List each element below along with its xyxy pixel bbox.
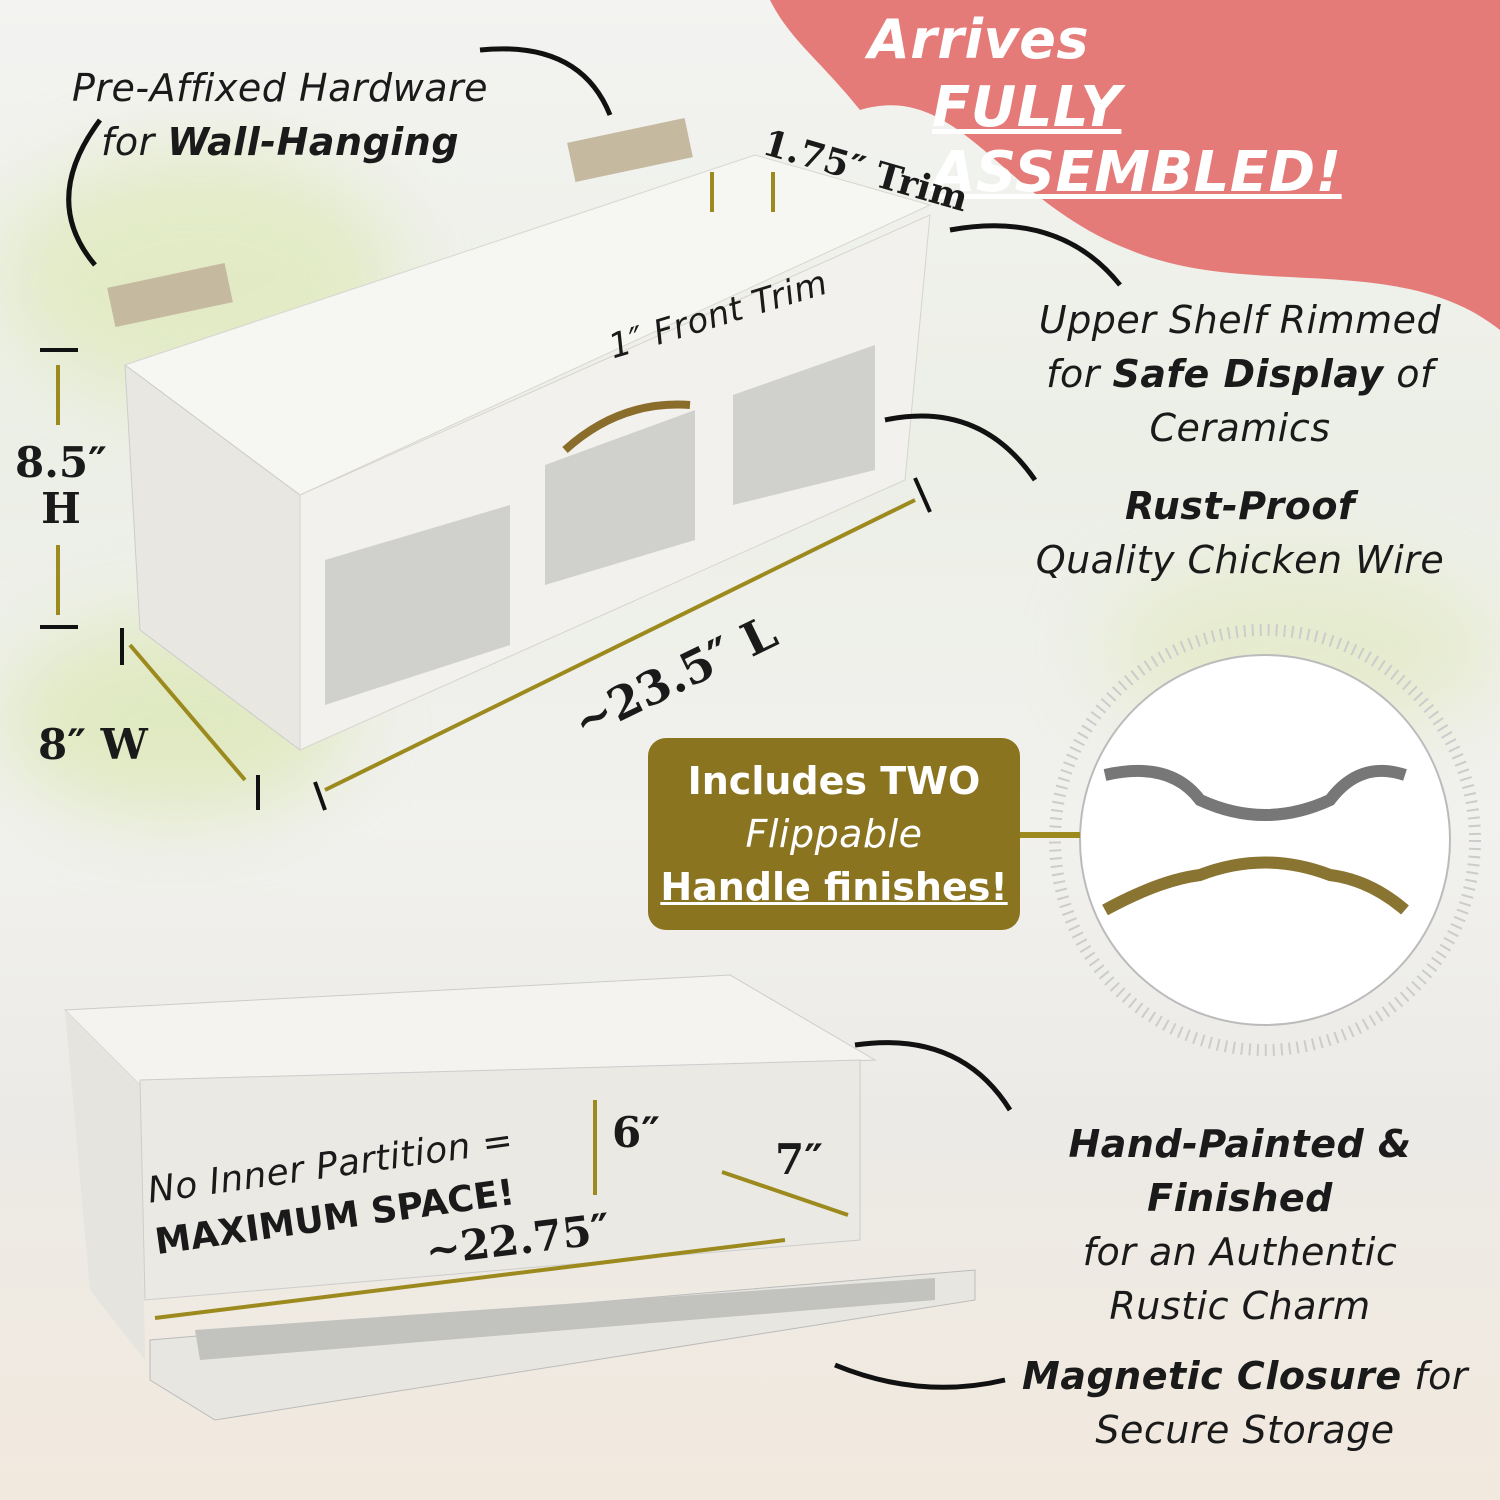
cabinet-open <box>63 974 976 1421</box>
painted-line1: Hand-Painted & Finished <box>1068 1122 1412 1220</box>
painted-line2: for an Authentic <box>1082 1229 1398 1274</box>
upper-shelf-prefix: for <box>1046 351 1113 396</box>
side-label: 7″ <box>775 1135 823 1184</box>
magnetic-suffix: for <box>1401 1354 1468 1398</box>
handles-line2: Flippable <box>745 812 923 857</box>
magnetic-bold: Magnetic Closure <box>1022 1354 1402 1398</box>
banner-line1: Arrives <box>868 8 1090 71</box>
silver-handle-icon <box>1103 764 1407 821</box>
wire-line2: Quality Chicken Wire <box>1035 537 1445 582</box>
bracket-icon <box>107 262 233 328</box>
hardware-label: Pre-Affixed Hardware for Wall-Hanging <box>60 62 500 170</box>
upper-shelf-bold: Safe Display <box>1112 351 1384 396</box>
handles-line3: Handle finishes! <box>660 865 1008 910</box>
upper-shelf-line3: Ceramics <box>1149 405 1331 450</box>
height-unit: H <box>41 484 81 534</box>
painted-label: Hand-Painted & Finished for an Authentic… <box>990 1118 1490 1334</box>
magnetic-label: Magnetic Closure for Secure Storage <box>1010 1350 1480 1458</box>
handles-badge <box>648 738 1020 930</box>
hardware-prefix: for <box>100 119 168 164</box>
banner-shape <box>770 0 1500 330</box>
painted-line3: Rustic Charm <box>1109 1283 1371 1328</box>
banner-line2: FULLY ASSEMBLED! <box>932 75 1342 205</box>
wire-line1: Rust-Proof <box>1125 484 1355 528</box>
height-value: 8.5″ <box>15 438 107 487</box>
handles-text: Includes TWO Flippable Handle finishes! <box>648 755 1020 915</box>
magnetic-line2: Secure Storage <box>1095 1407 1395 1452</box>
bronze-handle-icon <box>1102 856 1409 916</box>
wire-label: Rust-Proof Quality Chicken Wire <box>1010 480 1470 588</box>
handles-line1: Includes TWO <box>687 759 981 803</box>
width-label: 8″ W <box>38 720 148 769</box>
handles-circle <box>1049 624 1481 1056</box>
bracket-icon <box>567 117 693 183</box>
upper-shelf-line1: Upper Shelf Rimmed <box>1038 298 1442 342</box>
cabinet-closed <box>123 154 932 751</box>
hardware-line1: Pre-Affixed Hardware <box>72 66 488 110</box>
upper-shelf-suffix: of <box>1383 351 1434 396</box>
upper-shelf-label: Upper Shelf Rimmed for Safe Display of C… <box>1010 294 1470 456</box>
depth-label: 6″ <box>612 1108 660 1157</box>
height-label: 8.5″ H <box>15 438 107 534</box>
hardware-bold: Wall-Hanging <box>167 119 460 164</box>
